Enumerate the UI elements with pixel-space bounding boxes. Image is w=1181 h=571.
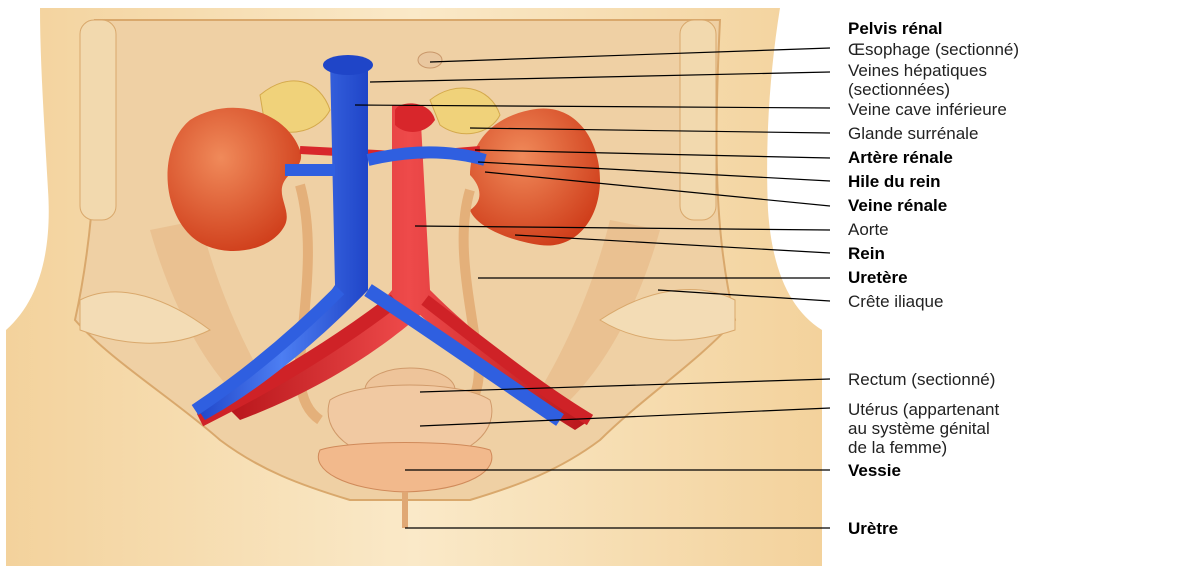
label-uretere: Uretère: [848, 268, 908, 287]
label-aorte: Aorte: [848, 220, 889, 239]
label-vessie: Vessie: [848, 461, 901, 480]
label-uretre: Urètre: [848, 519, 898, 538]
label-uterus: Utérus (appartenant au système génital d…: [848, 400, 999, 457]
kidney-left: [168, 108, 302, 251]
rib-right: [680, 20, 716, 220]
label-artere-renale: Artère rénale: [848, 148, 953, 167]
label-crete-iliaque: Crête iliaque: [848, 292, 943, 311]
label-hile: Hile du rein: [848, 172, 941, 191]
label-rein: Rein: [848, 244, 885, 263]
label-veines-hepatiques: Veines hépatiques (sectionnées): [848, 61, 987, 99]
label-pelvis: Pelvis rénal: [848, 19, 943, 38]
label-oesophage: Œsophage (sectionné): [848, 40, 1019, 59]
rib-left: [80, 20, 116, 220]
esophagus: [418, 52, 442, 68]
label-rectum: Rectum (sectionné): [848, 370, 995, 389]
label-veine-cave: Veine cave inférieure: [848, 100, 1007, 119]
hepatic-veins: [323, 55, 373, 75]
label-veine-renale: Veine rénale: [848, 196, 947, 215]
label-glande-surrenale: Glande surrénale: [848, 124, 978, 143]
